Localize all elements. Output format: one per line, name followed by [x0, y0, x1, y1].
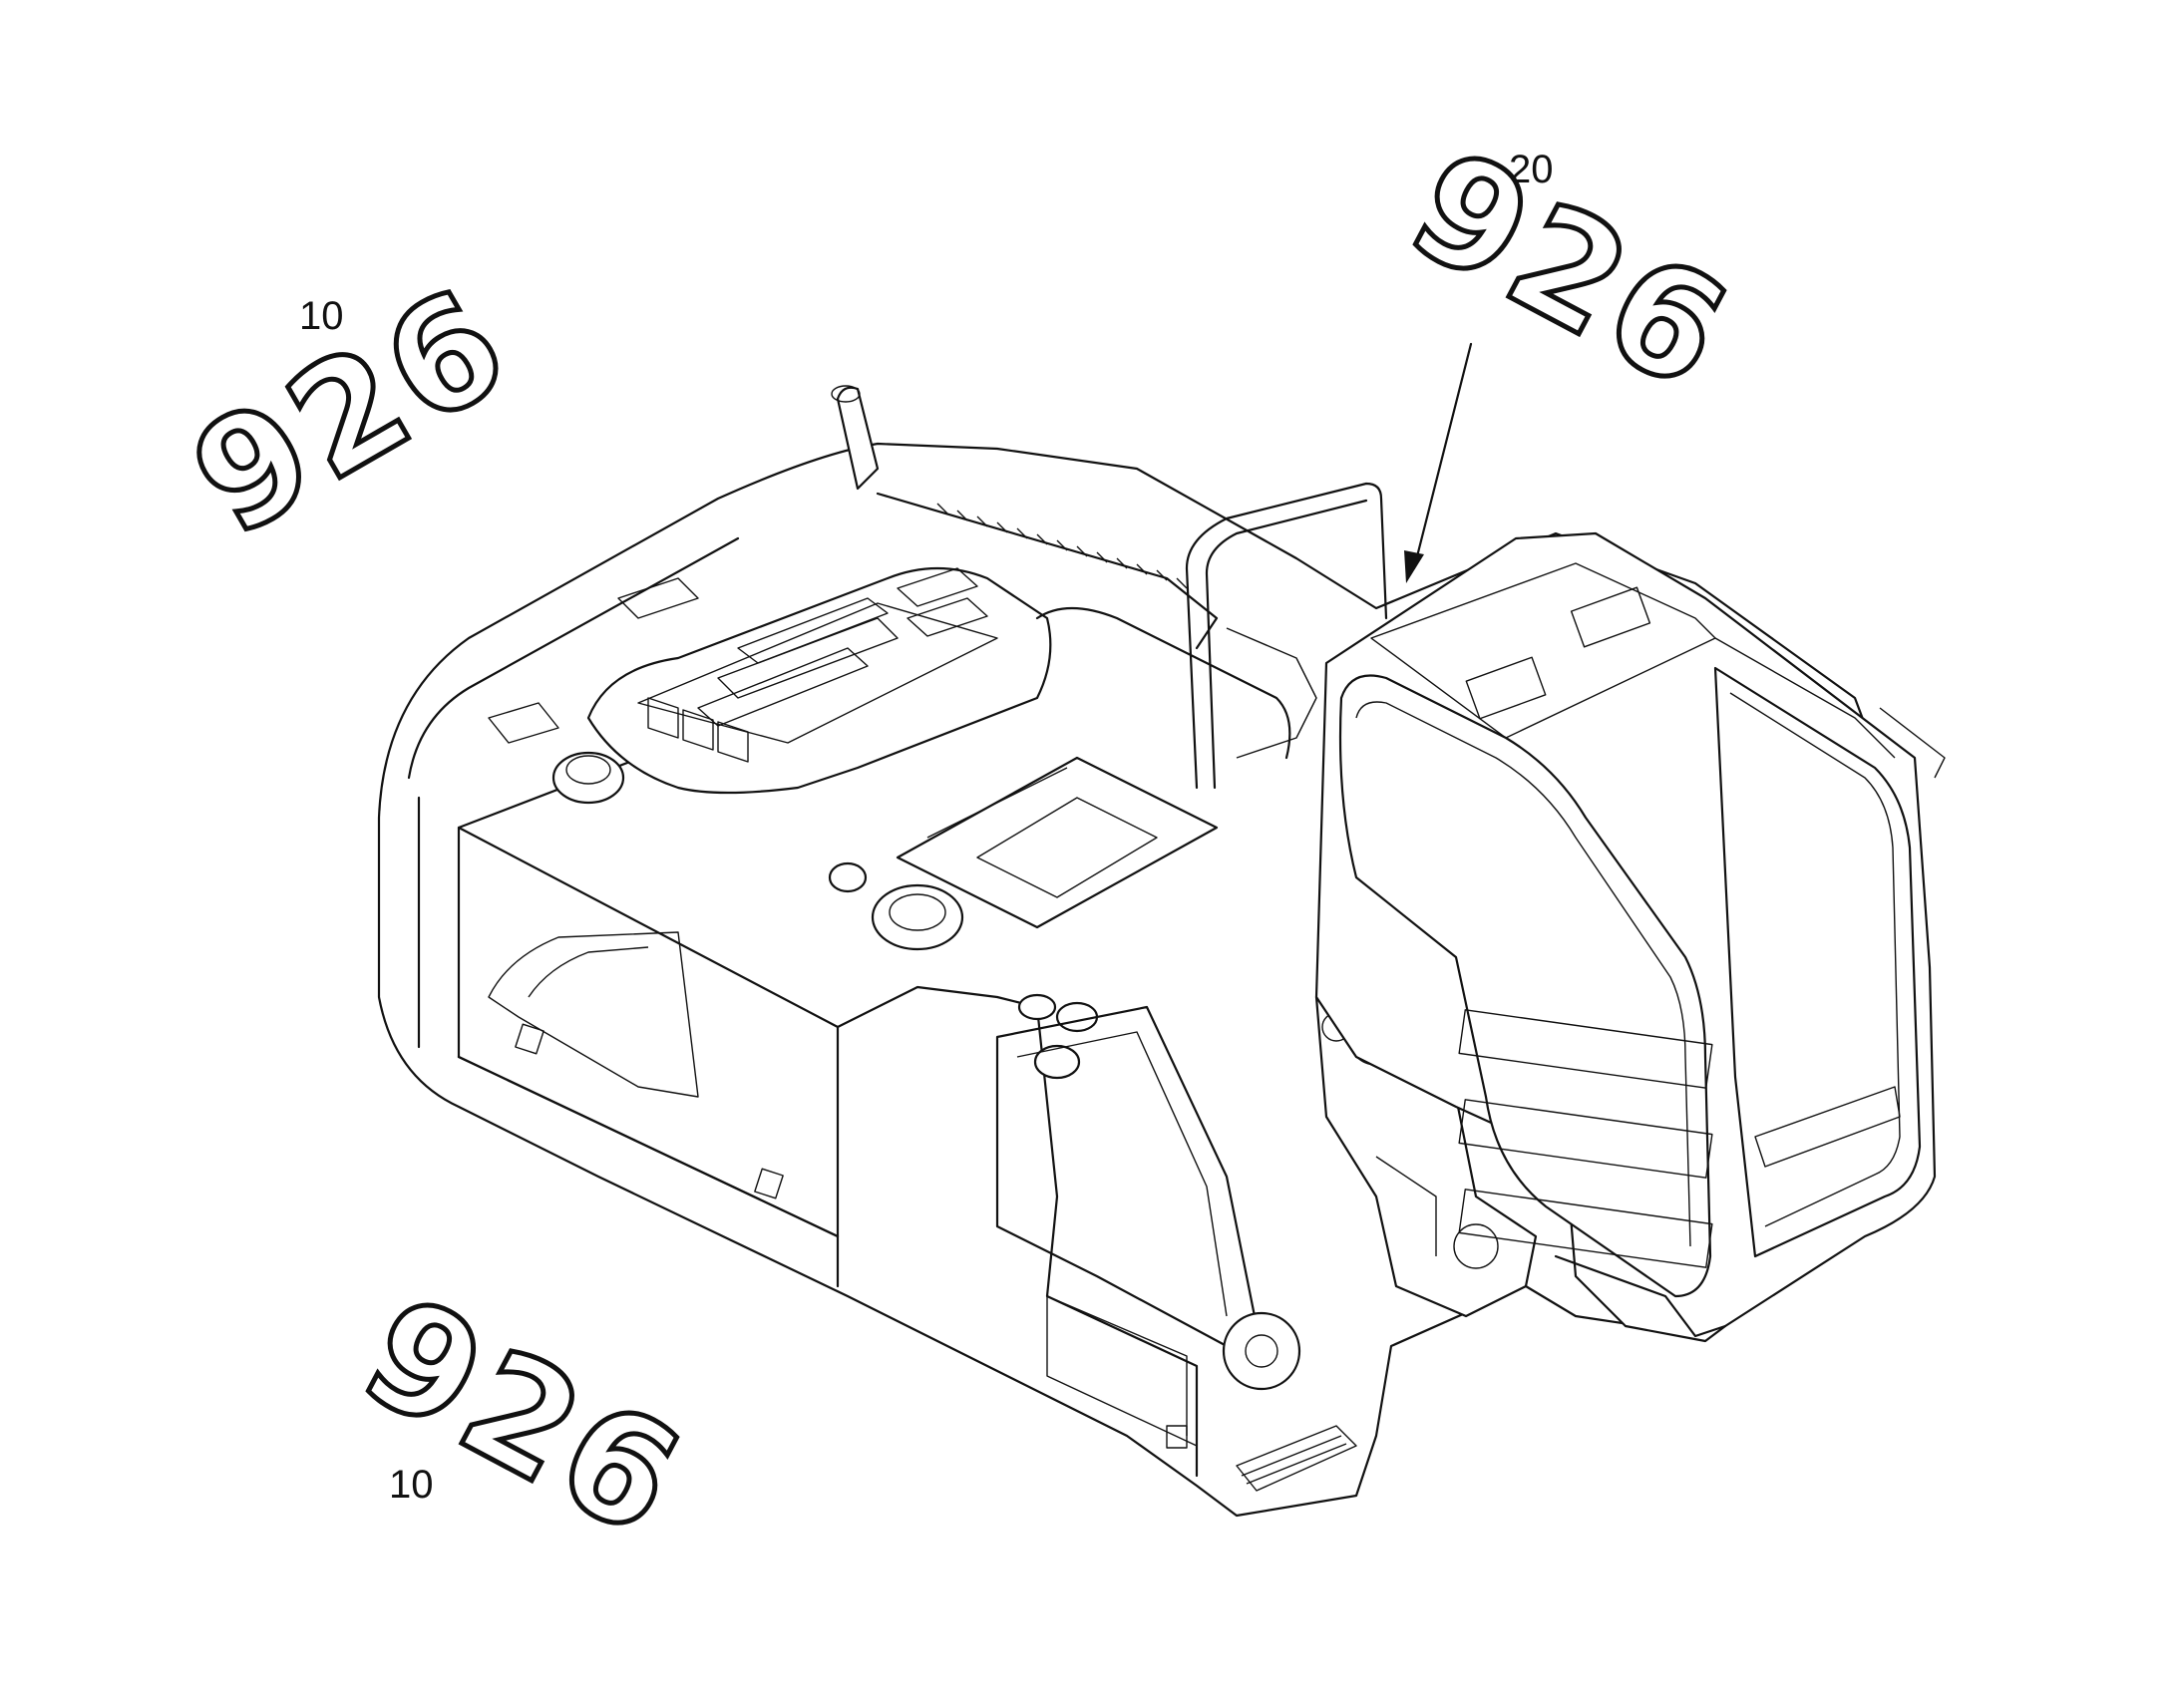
swivel-hub [1222, 1311, 1301, 1391]
center-deck [896, 756, 1219, 929]
decal-926-upper-left: 926 [164, 251, 542, 571]
decal-926-upper-right: 926 [1382, 116, 1760, 429]
callout-20: 20 [1509, 148, 1554, 191]
handrail [1185, 482, 1388, 790]
leader-arrow-20 [1404, 342, 1473, 583]
decal-926-lower-left: 926 [335, 1262, 713, 1575]
cab-front-window [1338, 674, 1712, 1298]
decal-text-upper-right: 926 [1384, 118, 1757, 426]
decal-text-upper-left: 926 [166, 254, 539, 569]
filler-cap-left [551, 751, 625, 805]
callout-10-lower: 10 [389, 1463, 434, 1507]
callout-10-upper: 10 [299, 294, 344, 338]
rear-grille [936, 503, 1188, 589]
exhaust-pipe [836, 386, 880, 491]
excavator-upper-structure-drawing [377, 385, 1946, 1518]
hood-vents [697, 567, 988, 727]
cab-side-window [1713, 666, 1922, 1258]
decal-text-lower-left: 926 [337, 1264, 710, 1572]
engine-hood [586, 566, 1052, 795]
front-left-panel [836, 985, 1199, 1478]
